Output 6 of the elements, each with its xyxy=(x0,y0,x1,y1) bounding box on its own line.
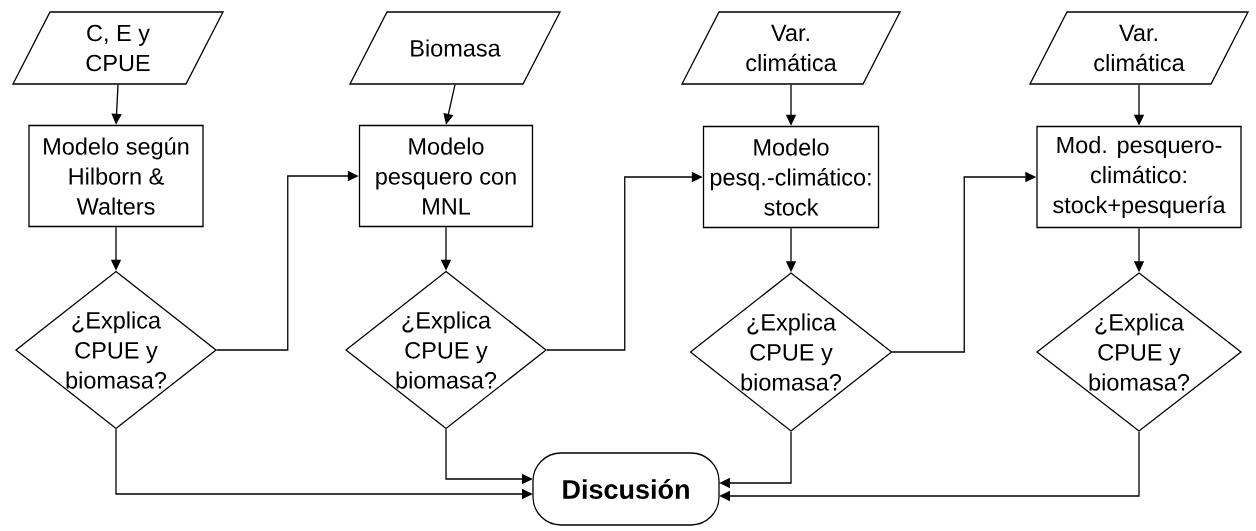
process-box: Modelo pesq.-climático: stock xyxy=(702,125,880,229)
process-box: Modelo según Hilborn & Walters xyxy=(28,124,204,228)
arrow xyxy=(719,431,792,489)
arrow xyxy=(719,431,1140,502)
process-box: Modelo pesquero con MNL xyxy=(358,124,534,228)
process-box: Mod. pesquero-climático: stock+pesquería xyxy=(1036,125,1242,229)
